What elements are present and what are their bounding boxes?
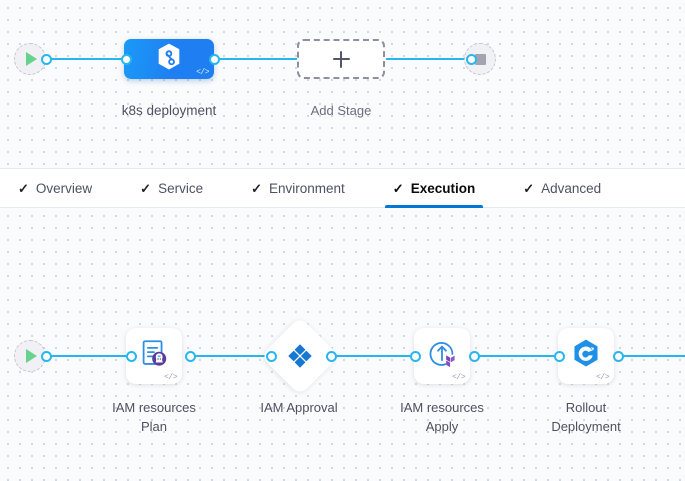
stage-node-k8s-deployment[interactable]: </> [124,39,214,79]
port-apply-in[interactable] [410,350,421,362]
port-stage-end-in[interactable] [466,53,477,65]
step-label-rollout-deployment: Rollout Deployment [551,400,621,434]
tab-label: Advanced [541,180,602,196]
kubernetes-rollout-icon [569,337,603,376]
port-rollout-in[interactable] [554,350,565,362]
stage-config-tabs[interactable]: ✓ Overview ✓ Service ✓ Environment ✓ Exe… [0,169,685,208]
pipeline-stage-canvas[interactable]: </> k8s deployment Add Stage [0,0,685,169]
tab-service[interactable]: ✓ Service [126,169,217,207]
port-approval-out[interactable] [326,350,337,362]
step-node-rollout-deployment[interactable]: </> [558,328,614,384]
check-icon: ✓ [140,180,152,196]
code-badge-icon: </> [596,373,609,382]
edge-approval-to-apply [330,355,414,357]
play-icon [26,52,37,66]
code-badge-icon: </> [452,373,465,382]
edge-start-to-plan [44,355,130,357]
tab-environment[interactable]: ✓ Environment [237,169,359,207]
edge-apply-to-rollout [474,355,558,357]
tab-label: Overview [35,180,93,196]
step-label-iam-resources-plan: IAM resources Plan [112,400,196,434]
code-badge-icon: </> [196,68,209,77]
check-icon: ✓ [18,180,29,196]
tab-label: Environment [269,180,345,196]
step-node-iam-resources-apply[interactable]: </> [414,328,470,384]
execution-canvas[interactable]: </> IAM resources Plan IAM Approval [0,208,685,481]
port-stage-out[interactable] [209,53,220,65]
tab-label: Execution [410,180,476,196]
port-approval-in[interactable] [266,350,277,362]
tab-execution[interactable]: ✓ Execution [379,169,489,208]
edge-stage-to-addstage [214,58,299,60]
add-stage-label: Add Stage [310,103,372,118]
edge-rollout-to-next [619,355,685,357]
check-icon: ✓ [392,180,404,196]
step-label-iam-resources-apply: IAM resources Apply [400,400,484,434]
play-icon [26,349,37,363]
port-plan-in[interactable] [126,350,137,362]
tab-advanced[interactable]: ✓ Advanced [509,169,615,207]
edge-start-to-stage [44,58,126,60]
port-apply-out[interactable] [469,350,480,362]
port-rollout-out[interactable] [613,350,624,362]
terraform-plan-icon [137,337,171,376]
port-plan-out[interactable] [185,350,196,362]
add-stage-button[interactable] [297,39,385,79]
edge-addstage-to-end [386,58,470,60]
terraform-apply-icon [424,336,460,377]
code-badge-icon: </> [164,373,177,382]
port-stage-in[interactable] [121,53,132,65]
port-stage-start-out[interactable] [41,53,52,65]
tab-label: Service [158,180,204,196]
stage-label-k8s-deployment: k8s deployment [121,103,217,118]
step-node-iam-approval[interactable] [260,316,340,396]
check-icon: ✓ [523,180,535,196]
harness-hexagon-icon [154,42,184,77]
step-label-iam-approval: IAM Approval [260,400,338,415]
stage-start-node[interactable] [14,43,46,75]
tab-overview[interactable]: ✓ Overview [4,169,106,207]
check-icon: ✓ [251,180,262,196]
stop-icon [474,53,486,65]
edge-plan-to-approval [190,355,270,357]
harness-approval-icon [286,342,314,370]
plus-icon [332,50,350,68]
port-exec-start-out[interactable] [41,350,52,362]
